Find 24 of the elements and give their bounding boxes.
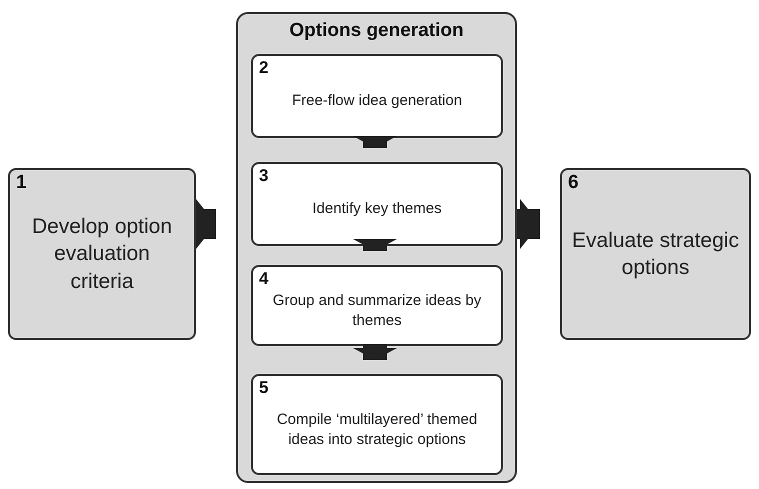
step-label: Develop option evaluation criteria (30, 214, 174, 295)
step-label: Identify key themes (312, 199, 442, 219)
step-label: Group and summarize ideas by themes (272, 291, 482, 330)
process-box (560, 168, 751, 340)
process-box (251, 54, 503, 138)
step-number: 5 (259, 378, 268, 398)
step-number: 1 (16, 172, 27, 194)
process-box (251, 162, 503, 246)
step-number: 3 (259, 166, 268, 186)
step-label: Free-flow idea generation (292, 91, 462, 111)
step-number: 4 (259, 269, 268, 289)
block-arrow (353, 344, 397, 360)
step-number: 2 (259, 58, 268, 78)
step-label: Compile ‘multilayered’ themed ideas into strategic options (276, 410, 478, 449)
panel-title: Options generation (288, 20, 465, 42)
process-box (251, 265, 503, 346)
block-arrow (353, 239, 397, 251)
block-arrow (196, 199, 216, 249)
step-number: 6 (568, 172, 579, 194)
process-box (8, 168, 196, 340)
group-panel (236, 12, 517, 483)
process-box (251, 374, 503, 475)
step-label: Evaluate strategic options (572, 228, 739, 281)
block-arrow (517, 199, 540, 249)
